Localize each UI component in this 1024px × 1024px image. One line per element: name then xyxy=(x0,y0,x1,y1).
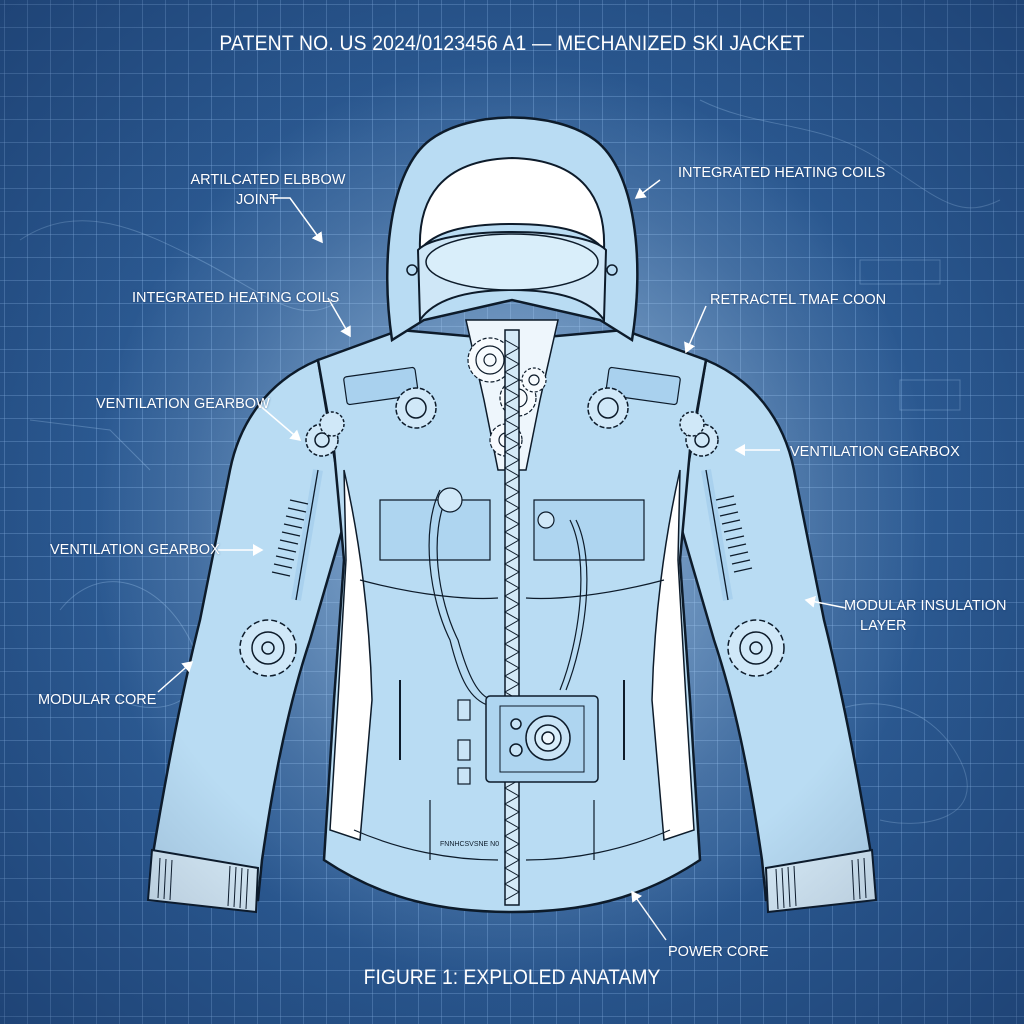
left-cuff xyxy=(146,848,260,914)
callout-ventilation-gearbox-right: VENTILATION GEARBOX xyxy=(790,444,960,460)
hood-opening xyxy=(418,156,606,253)
callout-line1: ARTILCATED ELBBOW xyxy=(190,172,346,188)
patent-title: PATENT NO. US 2024/0123456 A1 — MECHANIZ… xyxy=(219,32,805,55)
pocket-text: FNNHCSVSNE N0 xyxy=(440,841,499,848)
chest-pockets xyxy=(353,499,671,861)
callout-line2: LAYER xyxy=(860,618,907,634)
callout-ventilation-gearbox-upper-left: VENTILATION GEARBOW xyxy=(96,396,270,412)
callout-articulated-elbow-joint: ARTILCATED ELBBOW JOINT xyxy=(178,170,358,210)
center-zipper xyxy=(503,329,521,906)
callout-ventilation-gearbox-lower-left: VENTILATION GEARBOX xyxy=(50,542,220,558)
callout-modular-insulation-layer: MODULAR INSULATION LAYER xyxy=(844,596,1006,636)
elbow-gears xyxy=(239,411,785,677)
left-arm-piston xyxy=(271,469,323,601)
power-core-box xyxy=(485,695,599,783)
side-connectors xyxy=(457,699,471,785)
callout-arrows xyxy=(157,179,847,941)
callout-retractable-hood: RETRACTEL TMΑF COON xyxy=(710,292,887,308)
callout-line1: MODULAR INSULATION xyxy=(844,598,1007,614)
callout-modular-core: MODULAR CORE xyxy=(38,692,157,708)
figure-caption: FIGURE 1: EXPLOLED ANATAMY xyxy=(363,966,661,989)
internal-wiring xyxy=(428,487,588,707)
callout-line2: JOINT xyxy=(236,192,278,208)
callout-power-core: POWER CORE xyxy=(668,944,769,960)
right-arm-piston xyxy=(701,469,753,601)
callout-integrated-heating-coils-right: INTEGRATED HEATING COILS xyxy=(678,165,886,181)
right-cuff xyxy=(764,848,878,914)
callout-integrated-heating-coils-left: INTEGRATED HEATING COILS xyxy=(132,290,340,306)
